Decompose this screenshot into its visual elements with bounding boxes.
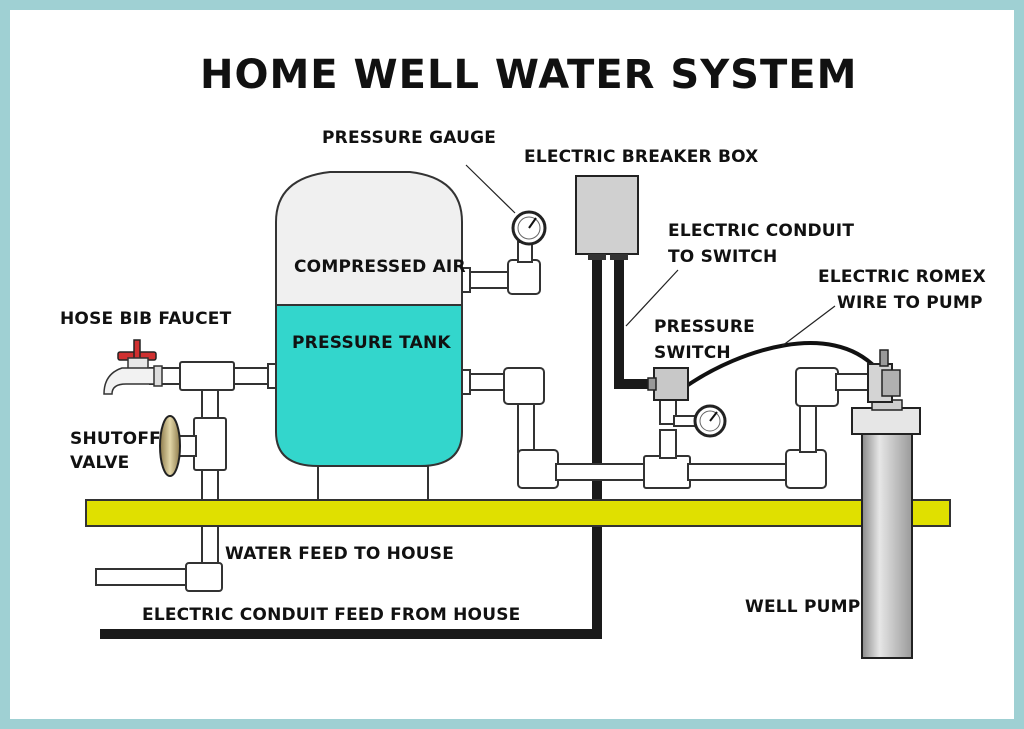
label-water-feed-to-house: WATER FEED TO HOUSE [225, 544, 455, 564]
label-electric-conduit-to-switch-1: ELECTRIC CONDUIT [668, 221, 855, 241]
electric-conduit-feed [100, 255, 602, 639]
floor-slab [85, 499, 951, 527]
right-manifold [461, 367, 869, 489]
diagram-frame [10, 10, 1014, 719]
tank-base [317, 465, 429, 501]
label-shutoff-valve-1: SHUTOFF [70, 429, 161, 449]
label-pressure-switch-1: PRESSURE [654, 317, 755, 337]
label-electric-romex-2: WIRE TO PUMP [837, 293, 983, 313]
conduit-arrow [625, 269, 679, 327]
shutoff-valve [159, 415, 181, 477]
pressure-gauge-arrow [465, 164, 516, 214]
pressure-gauge [511, 210, 547, 246]
hose-bib-faucet [103, 339, 163, 395]
romex-arrow [781, 305, 836, 347]
pressure-tank [275, 171, 463, 467]
water-feed-pipe [95, 469, 223, 592]
label-electric-breaker-box: ELECTRIC BREAKER BOX [524, 147, 759, 167]
electric-conduit-to-switch [614, 255, 658, 389]
label-hose-bib-faucet: HOSE BIB FAUCET [60, 309, 232, 329]
electric-breaker-box [575, 175, 639, 260]
label-pressure-gauge: PRESSURE GAUGE [322, 128, 497, 148]
switch-gauge [673, 404, 727, 438]
well-pump [851, 349, 921, 659]
label-compressed-air: COMPRESSED AIR [294, 257, 466, 277]
label-well-pump: WELL PUMP [745, 597, 861, 617]
label-electric-romex-1: ELECTRIC ROMEX [818, 267, 986, 287]
label-shutoff-valve-2: VALVE [70, 453, 130, 473]
pressure-switch [647, 367, 689, 401]
gauge-pipe [461, 241, 541, 295]
diagram-title: HOME WELL WATER SYSTEM [200, 52, 858, 98]
label-pressure-switch-2: SWITCH [654, 343, 731, 363]
romex-wire [686, 341, 878, 387]
label-electric-conduit-feed-from-house: ELECTRIC CONDUIT FEED FROM HOUSE [142, 605, 521, 625]
label-electric-conduit-to-switch-2: TO SWITCH [668, 247, 778, 267]
label-pressure-tank: PRESSURE TANK [292, 333, 451, 353]
